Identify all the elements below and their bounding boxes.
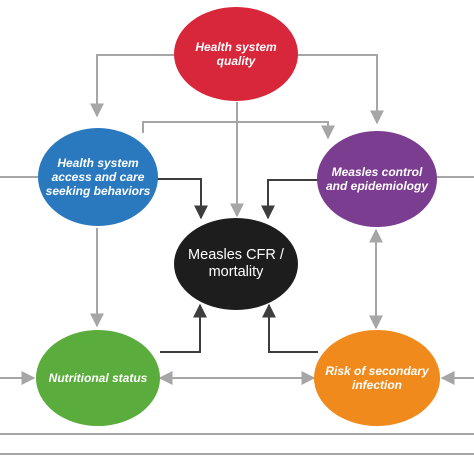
arrow-access-to-cfr: [157, 178, 208, 220]
arrow-nutrition-to-cfr: [160, 303, 207, 353]
secondary-infection-label: Risk of secondary infection: [325, 364, 429, 392]
health-system-quality-label: Health system quality: [195, 40, 277, 68]
access-care-label: Health system access and care seeking be…: [45, 156, 151, 198]
measles-cfr-label: Measles CFR / mortality: [188, 247, 284, 280]
arrow-quality-to-access: [90, 54, 178, 118]
arrow-access-to-control: [142, 121, 335, 140]
nutritional-status-node: Nutritional status: [36, 330, 160, 426]
measles-control-label: Measles control and epidemiology: [325, 165, 428, 193]
nutritional-status-label: Nutritional status: [48, 371, 148, 385]
secondary-infection-node: Risk of secondary infection: [314, 330, 440, 426]
arrow-infection-to-cfr: [262, 303, 318, 353]
measles-cfr-node: Measles CFR / mortality: [174, 218, 298, 310]
arrow-quality-to-control: [296, 54, 384, 125]
arrow-control-to-cfr: [261, 179, 319, 220]
measles-control-node: Measles control and epidemiology: [317, 131, 437, 227]
access-care-node: Health system access and care seeking be…: [38, 128, 158, 226]
health-system-quality-node: Health system quality: [174, 7, 298, 101]
